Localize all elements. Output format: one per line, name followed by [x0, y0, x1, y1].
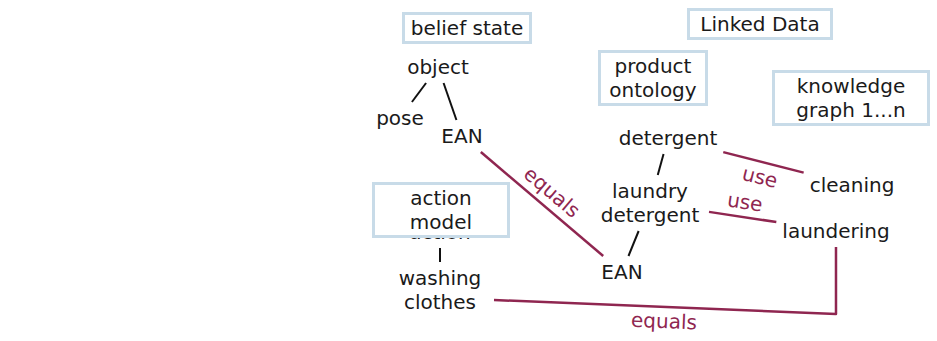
tree-connector: [412, 83, 426, 102]
concept-term: pose: [373, 105, 427, 131]
tree-connector: [439, 248, 441, 262]
edge-label: equals: [521, 163, 584, 221]
region-heading: belief state: [402, 12, 532, 44]
concept-term: cleaning: [807, 172, 898, 198]
term-text: laundry detergent: [601, 179, 700, 227]
edge-label: equals: [631, 310, 698, 333]
edge-label-text: use: [726, 188, 765, 217]
term-text: EAN: [601, 260, 642, 284]
concept-term: EAN: [438, 123, 485, 149]
edge-label-text: equals: [519, 161, 585, 222]
concept-term: washing clothes: [390, 265, 490, 315]
concept-term: laundry detergent: [594, 178, 706, 228]
edge-label: use: [726, 190, 764, 215]
term-text: pose: [376, 106, 424, 130]
tree-connector: [658, 154, 664, 175]
cloud-outline: [740, 114, 924, 278]
concept-term: EAN: [598, 259, 645, 285]
edge-label: use: [740, 163, 779, 191]
region-heading: knowledge graph 1...n: [772, 70, 930, 126]
concept-term: object: [404, 54, 472, 80]
tree-connector: [444, 83, 457, 120]
edge-label-text: use: [740, 161, 780, 193]
ontology-region: objectposeEANbelief state: [360, 44, 510, 166]
region-heading: product ontology: [598, 50, 708, 106]
detergent-bottle-icon: [30, 196, 128, 322]
ground-line: [10, 328, 196, 331]
term-text: laundering: [782, 219, 889, 243]
edge-label-text: equals: [631, 308, 698, 335]
term-text: EAN: [441, 124, 482, 148]
region-heading: action model: [372, 182, 510, 238]
concept-term: detergent: [616, 125, 721, 151]
thought-bubbles: [305, 12, 366, 243]
term-text: washing clothes: [399, 266, 482, 314]
ellipse-outline: [361, 45, 509, 165]
heading-text: action model: [410, 186, 472, 234]
term-text: cleaning: [810, 173, 895, 197]
link-connector: [494, 247, 836, 314]
robot-figure: [135, 12, 356, 330]
tree-connector: [628, 231, 638, 256]
concept-term: laundering: [779, 218, 892, 244]
heading-text: product ontology: [609, 54, 696, 102]
ontology-region: actionwashing clothesaction model: [365, 205, 505, 336]
term-text: object: [407, 55, 469, 79]
heading-text: Linked Data: [700, 12, 819, 36]
term-text: detergent: [619, 126, 718, 150]
heading-text: belief state: [411, 16, 523, 40]
heading-text: knowledge graph 1...n: [796, 74, 905, 122]
section-heading: Linked Data: [687, 8, 833, 40]
